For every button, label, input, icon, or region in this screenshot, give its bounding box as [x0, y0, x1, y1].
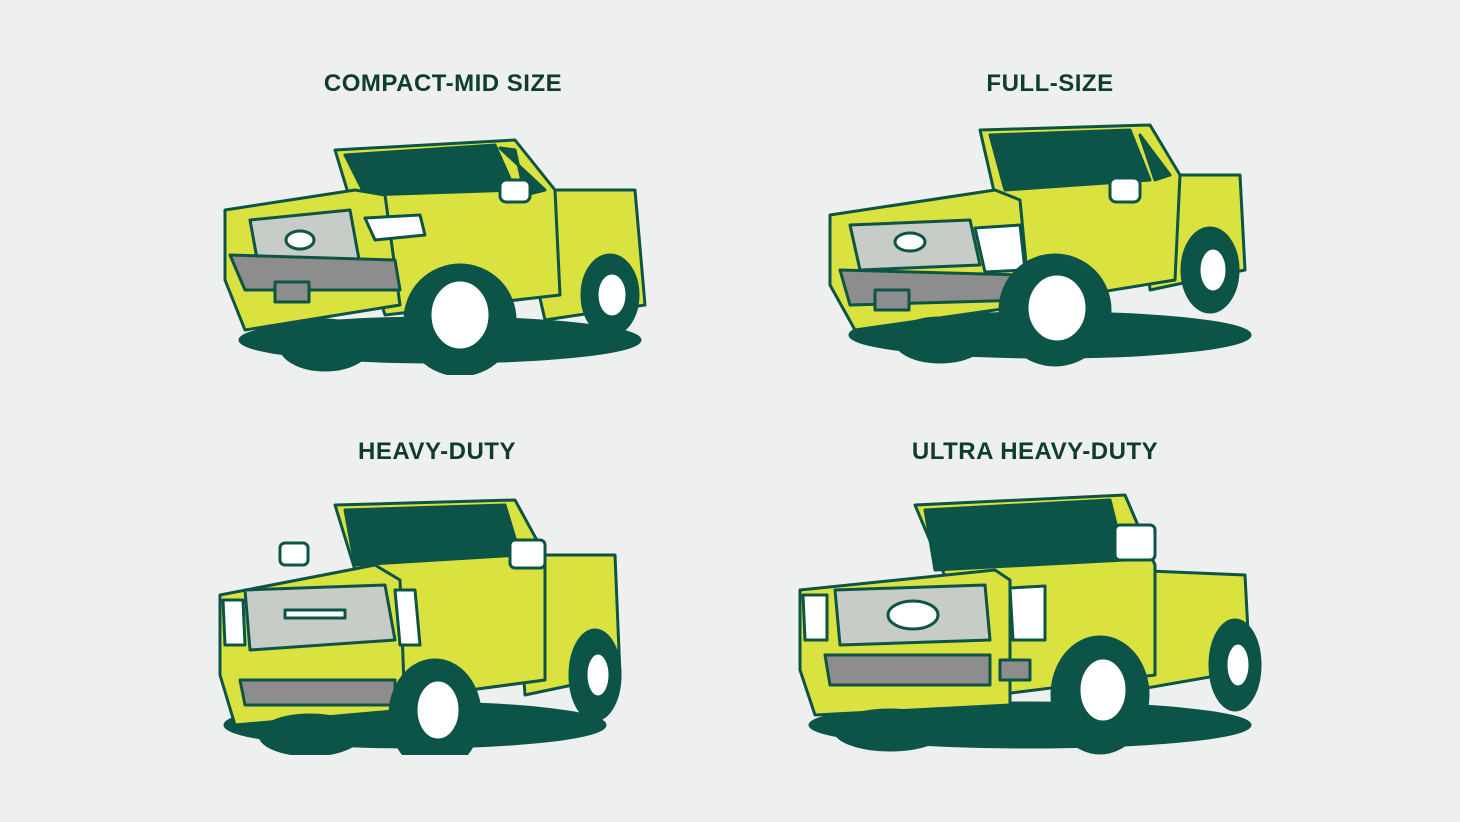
title-compact-mid-size: COMPACT-MID SIZE	[323, 70, 563, 97]
title-full-size: FULL-SIZE	[986, 70, 1114, 97]
pickup-truck-full-size-icon	[828, 123, 1252, 367]
title-ultra-heavy-duty: ULTRA HEAVY-DUTY	[911, 438, 1159, 465]
pickup-truck-ultra-heavy-duty-icon	[798, 493, 1262, 755]
pickup-truck-heavy-duty-icon	[218, 498, 622, 755]
pickup-truck-compact-icon	[223, 138, 647, 375]
title-heavy-duty: HEAVY-DUTY	[358, 438, 516, 465]
